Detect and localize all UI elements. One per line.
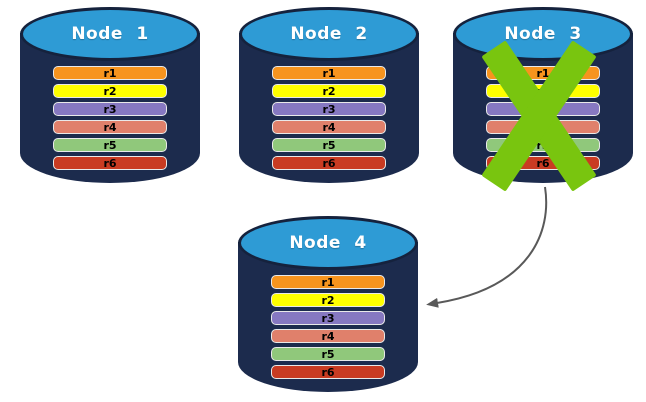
replica-bar: r1 — [271, 275, 385, 289]
replica-bar: r4 — [272, 120, 386, 134]
replica-bar: r3 — [53, 102, 167, 116]
node-4-title: Node 4 — [289, 233, 367, 253]
replication-arrow-path — [426, 186, 548, 308]
node-4-cylinder-top: Node 4 — [238, 216, 418, 270]
node-1-cylinder-top: Node 1 — [20, 7, 200, 61]
node-1: Node 1 r1 r2 r3 r4 r5 r6 — [20, 6, 200, 183]
node-4-replica-list: r1 r2 r3 r4 r5 r6 — [271, 275, 385, 379]
node-3: Node 3 r1 r2 r3 r4 r5 r6 — [453, 6, 633, 192]
replica-bar: r1 — [53, 66, 167, 80]
replica-bar: r2 — [272, 84, 386, 98]
replica-bar: r6 — [53, 156, 167, 170]
replica-bar: r1 — [272, 66, 386, 80]
node-2-cylinder-top: Node 2 — [239, 7, 419, 61]
node-3-cylinder-top: Node 3 — [453, 7, 633, 61]
replica-bar: r2 — [271, 293, 385, 307]
replica-bar: r5 — [53, 138, 167, 152]
replica-bar: r4 — [53, 120, 167, 134]
replica-bar: r3 — [272, 102, 386, 116]
replica-bar: r2 — [53, 84, 167, 98]
node-1-replica-list: r1 r2 r3 r4 r5 r6 — [53, 66, 167, 170]
node-4: Node 4 r1 r2 r3 r4 r5 r6 — [238, 215, 418, 392]
replica-bar: r6 — [271, 365, 385, 379]
node-2: Node 2 r1 r2 r3 r4 r5 r6 — [239, 6, 419, 183]
node-2-replica-list: r1 r2 r3 r4 r5 r6 — [272, 66, 386, 170]
replica-bar: r5 — [271, 347, 385, 361]
replica-bar: r5 — [272, 138, 386, 152]
failure-x-icon — [481, 39, 597, 192]
replica-bar: r4 — [271, 329, 385, 343]
replica-bar: r3 — [271, 311, 385, 325]
node-2-title: Node 2 — [290, 24, 368, 44]
replica-bar: r6 — [272, 156, 386, 170]
node-3-title: Node 3 — [504, 24, 582, 44]
node-1-title: Node 1 — [71, 24, 149, 44]
